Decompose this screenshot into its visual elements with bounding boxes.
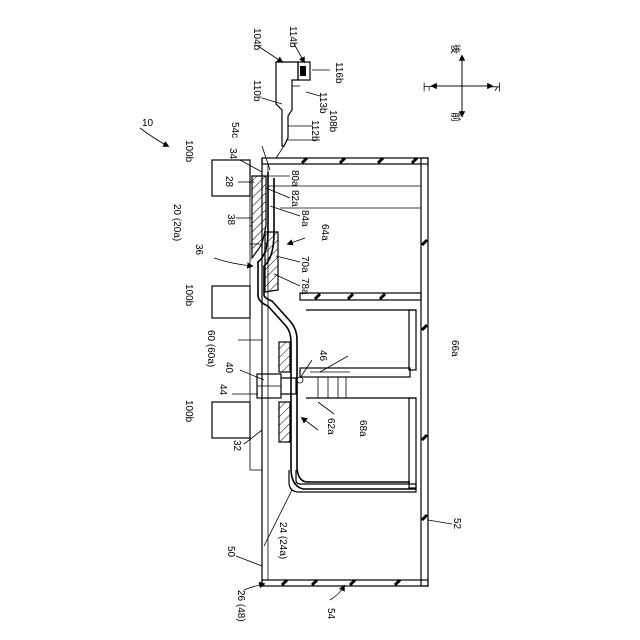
label-64a: 64a (319, 224, 330, 241)
direction-down: 下 (489, 82, 500, 92)
screw-thread (318, 377, 346, 398)
label-108b: 108b (327, 110, 338, 133)
label-66a: 66a (449, 340, 460, 357)
label-28: 28 (223, 176, 234, 188)
label-80a: 80a (289, 170, 300, 187)
label-62a: 62a (325, 418, 336, 435)
top-wall-resin-marks (302, 158, 417, 163)
direction-indicator: 上 下 前 後 (421, 44, 500, 122)
direction-up: 上 (421, 82, 433, 92)
label-60: 60 (60a) (205, 330, 216, 367)
label-104b: 104b (251, 28, 262, 51)
label-100b-mid: 100b (183, 284, 194, 307)
label-44: 44 (217, 384, 228, 396)
label-10: 10 (142, 118, 154, 129)
label-68a: 68a (357, 420, 368, 437)
label-40: 40 (223, 362, 234, 374)
label-32: 32 (231, 440, 242, 452)
label-112b: 112b (309, 120, 320, 142)
label-78a: 78a (299, 278, 310, 295)
label-50: 50 (225, 546, 236, 558)
label-54c: 54c (229, 122, 240, 138)
bottom-wall-resin-marks (282, 580, 400, 585)
label-114b: 114b (287, 26, 298, 48)
right-wall-resin-marks (422, 240, 427, 520)
label-100b-bottom: 100b (183, 400, 194, 423)
label-34: 34 (227, 148, 238, 160)
probe-connector (276, 62, 310, 158)
direction-front: 前 (449, 112, 462, 122)
label-24: 24 (24a) (277, 522, 288, 559)
label-20: 20 (20a) (171, 204, 182, 241)
partition-resin-marks (315, 294, 385, 299)
label-116b: 116b (333, 62, 344, 84)
label-46: 46 (317, 350, 328, 362)
leader-lines (140, 44, 452, 600)
label-113b: 113b (317, 92, 328, 114)
label-38: 38 (225, 214, 236, 226)
label-82a: 82a (289, 190, 300, 207)
label-100b-top: 100b (183, 140, 194, 163)
direction-back: 後 (449, 44, 462, 54)
part-labels: 10 104b 114b 116b 110b 113b 112b 108b 54… (142, 26, 462, 622)
label-110b: 110b (251, 80, 262, 102)
label-36: 36 (193, 244, 204, 256)
label-26: 26 (48) (235, 590, 246, 622)
label-70a: 70a (299, 256, 310, 273)
label-52: 52 (451, 518, 462, 530)
label-54: 54 (325, 608, 336, 620)
label-84a: 84a (299, 210, 310, 227)
